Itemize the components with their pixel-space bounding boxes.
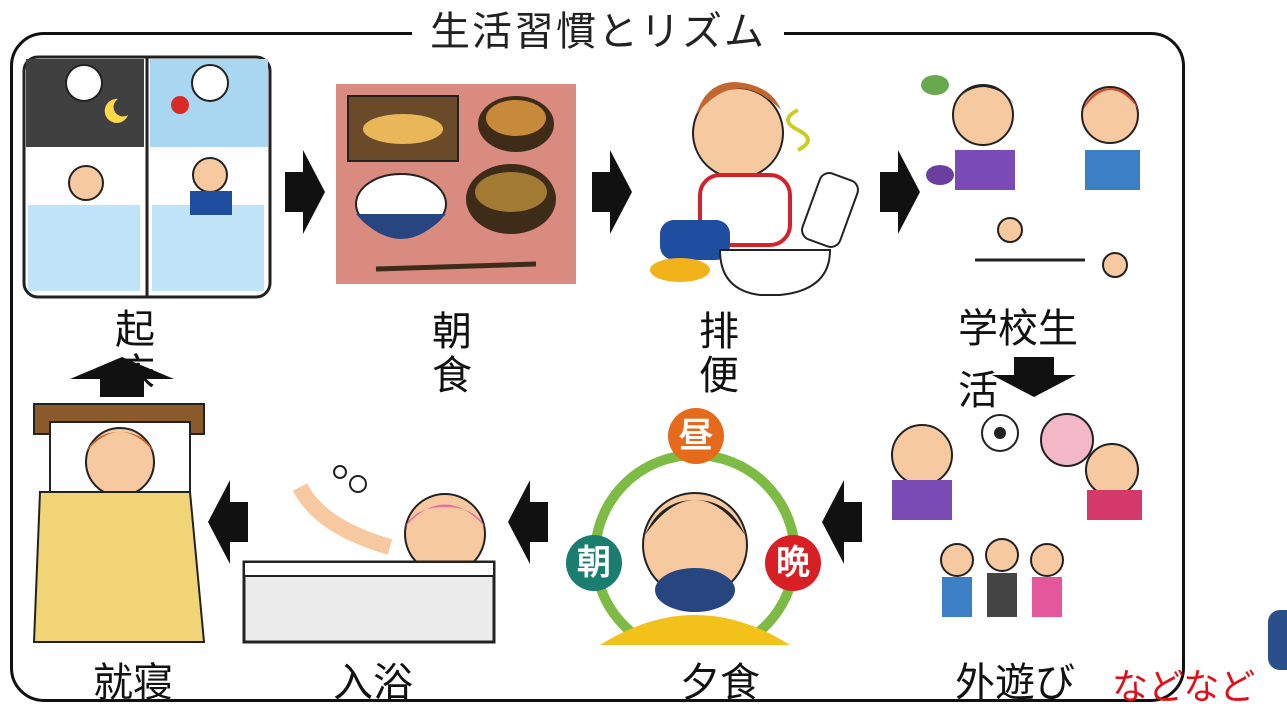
step-label-sleep: 就寝 (93, 660, 173, 706)
breakfast-illustration (336, 84, 576, 284)
meal-morning-badge: 朝 (566, 535, 622, 591)
arrow-left-icon (822, 480, 862, 564)
meal-evening-badge: 晩 (765, 535, 821, 591)
arrow-down-icon (992, 357, 1076, 397)
step-label-bath: 入浴 (333, 660, 413, 706)
toilet-illustration (650, 82, 859, 296)
step-label-breakfast: 朝食 (425, 310, 471, 398)
arrow-right-icon (285, 150, 325, 234)
sleep-illustration (32, 403, 206, 643)
diagram-title: 生活習慣とリズム (412, 4, 784, 60)
step-label-outdoor-play: 外遊び (955, 660, 1075, 706)
wake-up-illustration (22, 55, 272, 299)
arrow-right-icon (880, 150, 920, 234)
arrow-right-icon (592, 150, 632, 234)
step-label-dinner: 夕食 (680, 660, 760, 706)
arrow-left-icon (508, 480, 548, 564)
step-label-school-life: 学校生活 (958, 306, 1078, 414)
page-edge-tab (1268, 610, 1287, 670)
bath-illustration (242, 465, 496, 644)
step-label-bowel-movement: 排便 (692, 310, 738, 398)
school-life-illustration (921, 75, 1140, 278)
outdoor-play-illustration (891, 413, 1142, 617)
etc-note: などなど (1112, 667, 1256, 708)
arrow-up-icon (70, 357, 174, 397)
meal-noon-badge: 昼 (668, 408, 724, 464)
arrow-left-icon (208, 480, 248, 564)
